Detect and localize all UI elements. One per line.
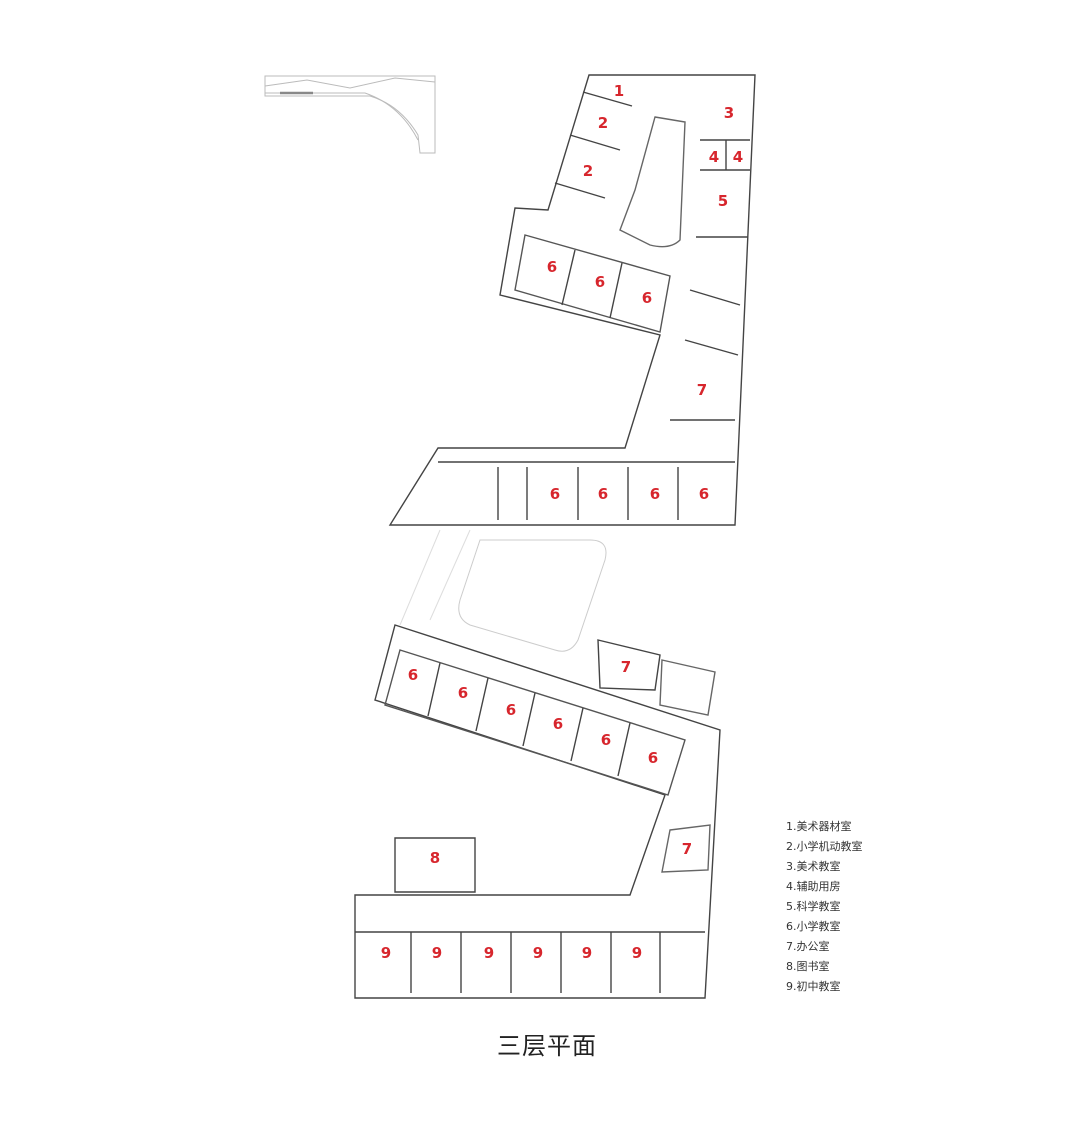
room-number-label: 6 (549, 485, 561, 503)
plan-title: 三层平面 (497, 1032, 597, 1060)
room-number-label: 5 (717, 192, 729, 210)
room-number-label: 2 (597, 114, 609, 132)
room-number-label: 7 (696, 381, 708, 399)
room-number-label: 9 (380, 944, 392, 962)
room-number-label: 6 (552, 715, 564, 733)
room-number-label: 6 (649, 485, 661, 503)
room-number-label: 8 (429, 849, 441, 867)
legend-item: 3.美术教室 (786, 860, 841, 873)
legend-item: 2.小学机动教室 (786, 840, 863, 853)
legend-item: 1.美术器材室 (786, 820, 852, 833)
room-number-label: 7 (620, 658, 632, 676)
room-number-label: 6 (594, 273, 606, 291)
room-number-label: 6 (647, 749, 659, 767)
legend-item: 8.图书室 (786, 960, 830, 973)
room-number-label: 6 (407, 666, 419, 684)
room-number-label: 7 (681, 840, 693, 858)
legend-item: 6.小学教室 (786, 920, 841, 933)
room-number-label: 4 (732, 148, 744, 166)
room-number-label: 9 (581, 944, 593, 962)
room-number-label: 6 (600, 731, 612, 749)
room-number-label: 6 (457, 684, 469, 702)
room-number-label: 9 (631, 944, 643, 962)
room-number-label: 3 (723, 104, 735, 122)
room-number-label: 2 (582, 162, 594, 180)
room-number-label: 6 (546, 258, 558, 276)
room-number-label: 4 (708, 148, 720, 166)
room-number-label: 6 (505, 701, 517, 719)
room-number-label: 9 (532, 944, 544, 962)
legend-item: 4.辅助用房 (786, 880, 841, 893)
legend-item: 7.办公室 (786, 940, 830, 953)
room-number-label: 9 (483, 944, 495, 962)
room-number-label: 6 (698, 485, 710, 503)
legend: 1.美术器材室 2.小学机动教室 3.美术教室 4.辅助用房 5.科学教室 6.… (786, 817, 863, 997)
room-number-label: 1 (613, 82, 625, 100)
room-number-label: 9 (431, 944, 443, 962)
legend-item: 9.初中教室 (786, 980, 841, 993)
room-number-label: 6 (597, 485, 609, 503)
legend-item: 5.科学教室 (786, 900, 841, 913)
room-number-label: 6 (641, 289, 653, 307)
